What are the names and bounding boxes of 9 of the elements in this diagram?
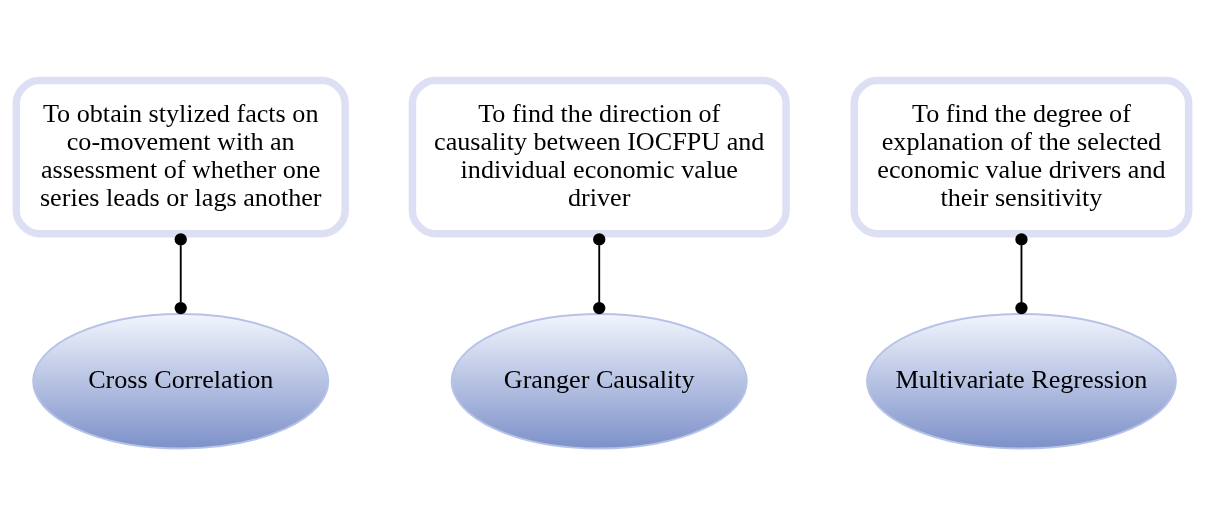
connector [593, 233, 606, 315]
node-ellipse: Cross Correlation [32, 313, 330, 450]
node-box: To find the direction of causality between IOCFPU and individual economic value driver [408, 76, 790, 238]
node-ellipse: Multivariate Regression [866, 313, 1177, 450]
node-box: To obtain stylized facts on co-movement with an assessment of whether one series leads or lags another [12, 76, 349, 238]
node-ellipse: Granger Causality [450, 313, 748, 450]
node-box: To find the degree of explanation of the selected economic value drivers and their sensitivity [850, 76, 1193, 238]
connector [174, 233, 187, 315]
connector [1015, 233, 1028, 315]
